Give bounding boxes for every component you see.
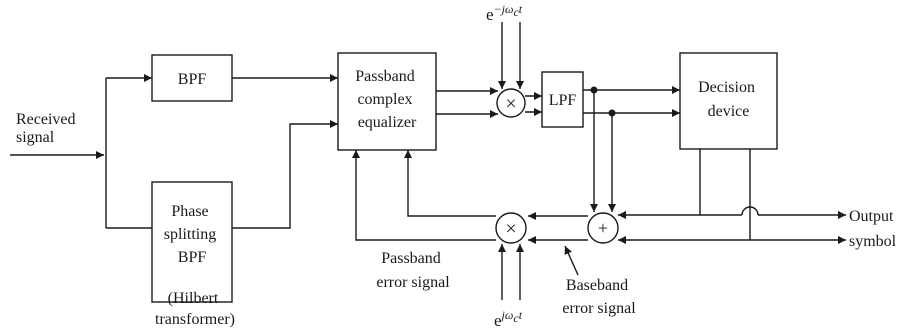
- decision-device-block: Decision device: [679, 52, 778, 150]
- passband-complex-equalizer-block: Passband complex equalizer: [337, 52, 437, 151]
- passband-error-upper-line: [404, 150, 496, 217]
- remod-multiplier: ×: [495, 212, 527, 244]
- baseband-error-label: Baseband error signal: [562, 277, 636, 317]
- demod-carrier-label: e−jωct: [486, 2, 523, 24]
- decision-device-label: Decision device: [698, 79, 759, 120]
- phase-splitting-bpf-block: Phase splitting BPF: [151, 181, 233, 303]
- lpf-block: LPF: [541, 71, 584, 128]
- demod-multiplier: ×: [496, 88, 526, 118]
- input-section: Received signal: [10, 74, 152, 229]
- phase-splitter-to-equalizer-line: [232, 120, 338, 229]
- passband-error-lower-line: [352, 150, 496, 241]
- passband-error-label: Passband error signal: [376, 250, 450, 291]
- output-symbol-label: Output symbol: [849, 208, 897, 250]
- remod-carrier-label: ejωct: [494, 308, 523, 329]
- phase-splitting-bpf-label: Phase splitting BPF: [164, 203, 220, 266]
- demod-multiply-symbol: ×: [505, 93, 516, 115]
- adder-symbol: +: [598, 218, 608, 238]
- output-bus-crossover-hop: [741, 206, 759, 216]
- error-adder: +: [587, 212, 619, 244]
- hilbert-transformer-label: (Hilbert transformer): [155, 290, 235, 328]
- bpf-label: BPF: [178, 71, 207, 88]
- received-signal-label: Received signal: [16, 111, 80, 146]
- baseband-error-pointer: [564, 245, 579, 276]
- lpf-label: LPF: [549, 92, 577, 109]
- equalizer-label: Passband complex equalizer: [355, 68, 419, 131]
- remod-multiply-symbol: ×: [505, 218, 516, 240]
- bpf-block: BPF: [151, 54, 233, 102]
